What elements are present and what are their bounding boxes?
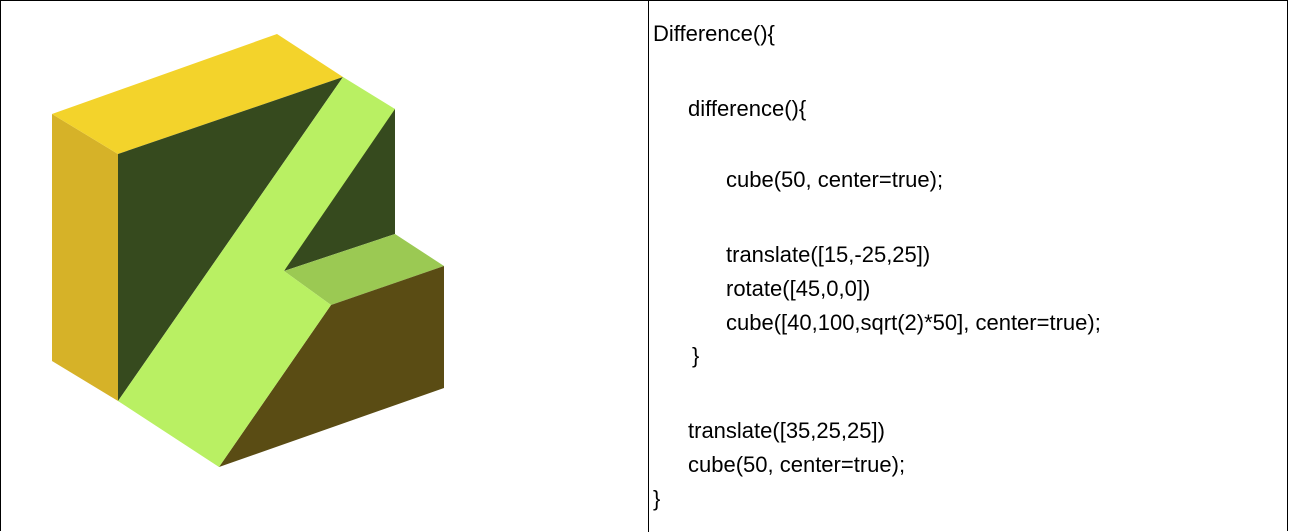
code-line: translate([15,-25,25]) <box>726 242 931 267</box>
left-face <box>52 114 118 401</box>
column-divider <box>648 0 649 532</box>
code-line: } <box>653 486 661 511</box>
step-top-face <box>284 234 444 305</box>
render-preview-cell <box>1 1 648 532</box>
code-line: cube(50, center=true); <box>726 167 944 192</box>
code-line: Difference(){ <box>653 21 775 46</box>
openscad-render <box>52 34 444 467</box>
code-line: } <box>692 343 700 368</box>
code-line: rotate([45,0,0]) <box>726 276 871 301</box>
code-cell: Difference(){ difference(){ cube(50, cen… <box>649 1 1287 532</box>
step-front-face <box>219 266 444 467</box>
code-line: difference(){ <box>688 96 807 121</box>
code-line: translate([35,25,25]) <box>688 418 885 443</box>
code-line: cube([40,100,sqrt(2)*50], center=true); <box>726 310 1101 335</box>
diagonal-cut-face <box>118 77 395 467</box>
code-line: cube(50, center=true); <box>688 452 906 477</box>
top-face <box>52 34 343 154</box>
